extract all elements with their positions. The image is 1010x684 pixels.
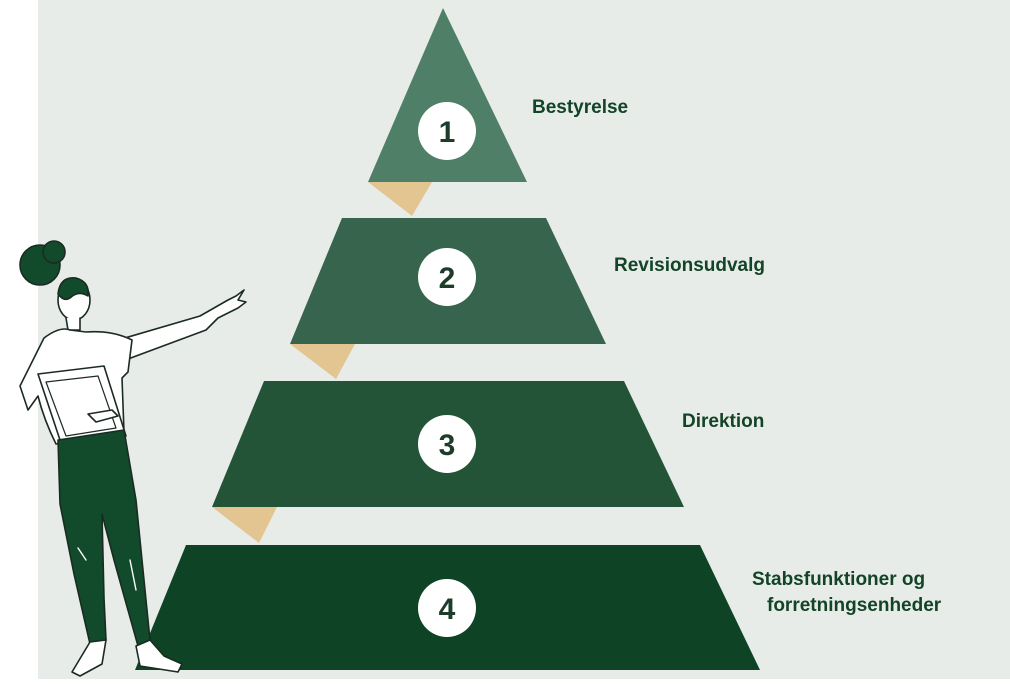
tier-label-4-line-1: Stabsfunktioner og — [752, 569, 925, 590]
tier-number-4: 4 — [439, 593, 456, 626]
tier-badge-4: 4 — [418, 579, 476, 637]
person-presenting-icon — [19, 240, 247, 677]
tier-label-3: Direktion — [682, 411, 764, 432]
pyramid-tier-1 — [368, 8, 527, 182]
connector-1-2 — [368, 182, 432, 216]
tier-label-2: Revisionsudvalg — [614, 255, 765, 276]
tier-label-4-line-2: forretningsenheder — [767, 595, 942, 616]
connector-2-3 — [290, 344, 355, 379]
tier-badge-2: 2 — [418, 248, 476, 306]
connector-3-4 — [212, 507, 277, 543]
tier-number-1: 1 — [439, 116, 456, 149]
tier-label-1: Bestyrelse — [532, 97, 628, 118]
tier-number-3: 3 — [439, 429, 456, 462]
tier-badge-3: 3 — [418, 415, 476, 473]
tier-number-2: 2 — [439, 262, 456, 295]
tier-badge-1: 1 — [418, 102, 476, 160]
